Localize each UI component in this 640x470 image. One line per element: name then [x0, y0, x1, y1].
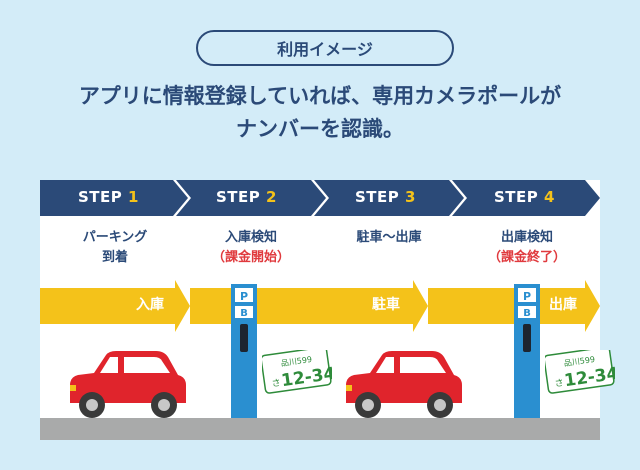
svg-text:P: P	[240, 290, 248, 303]
svg-text:B: B	[523, 308, 531, 319]
step-1-title: パーキング	[82, 230, 148, 245]
flow-label-entry: 入庫	[136, 297, 164, 313]
camera-pole-1-icon: P B	[231, 284, 257, 420]
step-2-chevron	[176, 180, 326, 216]
flow-arrow-1	[40, 280, 190, 332]
step-2-number: 2	[266, 188, 277, 206]
svg-text:P: P	[523, 290, 531, 303]
step-4-chevron	[452, 180, 600, 216]
step-4-title: 出庫検知	[500, 230, 553, 245]
plate-2-region: 品川599	[563, 355, 595, 368]
step-1-label: STEP 1	[78, 188, 139, 208]
license-plate-2-icon: 品川599 さ 12-34	[545, 350, 615, 394]
step-4-number: 4	[544, 188, 555, 206]
step-4-label: STEP 4	[494, 188, 555, 208]
usage-image-label: 利用イメージ	[196, 30, 454, 66]
flow-label-parked: 駐車	[372, 297, 400, 313]
plate-2-kana: さ	[554, 377, 564, 389]
car-2-icon	[346, 351, 462, 418]
step-2-prefix: STEP	[216, 188, 261, 206]
flow-label-exit: 出庫	[549, 297, 577, 313]
camera-pole-2-icon: P B	[514, 284, 540, 420]
step-2-label: STEP 2	[216, 188, 277, 208]
step-2-title: 入庫検知	[224, 230, 277, 245]
svg-text:B: B	[240, 308, 248, 319]
step-bar	[40, 180, 600, 216]
ground	[40, 418, 600, 440]
step-1-title-2: 到着	[101, 250, 128, 265]
step-1-description: パーキング 到着	[50, 228, 180, 268]
step-1-number: 1	[128, 188, 139, 206]
step-3-title: 駐車〜出庫	[356, 230, 422, 245]
headline-line-2: ナンバーを認識。	[236, 117, 404, 141]
step-2-sub: （課金開始）	[211, 250, 290, 265]
step-3-number: 3	[405, 188, 416, 206]
license-plate-1-icon: 品川599 さ 12-34	[262, 350, 332, 394]
step-3-prefix: STEP	[355, 188, 400, 206]
car-1-icon	[70, 351, 186, 418]
plate-1-region: 品川599	[280, 355, 312, 368]
step-3-description: 駐車〜出庫	[324, 228, 454, 248]
step-2-description: 入庫検知 （課金開始）	[186, 228, 316, 268]
step-3-chevron	[314, 180, 464, 216]
step-1-prefix: STEP	[78, 188, 123, 206]
step-1-chevron	[40, 180, 188, 216]
plate-1-kana: さ	[271, 377, 281, 389]
headline-line-1: アプリに情報登録していれば、専用カメラポールが	[78, 84, 562, 108]
step-3-label: STEP 3	[355, 188, 416, 208]
step-4-sub: （課金終了）	[487, 250, 566, 265]
step-4-description: 出庫検知 （課金終了）	[462, 228, 592, 268]
headline: アプリに情報登録していれば、専用カメラポールが ナンバーを認識。	[0, 80, 640, 146]
step-4-prefix: STEP	[494, 188, 539, 206]
